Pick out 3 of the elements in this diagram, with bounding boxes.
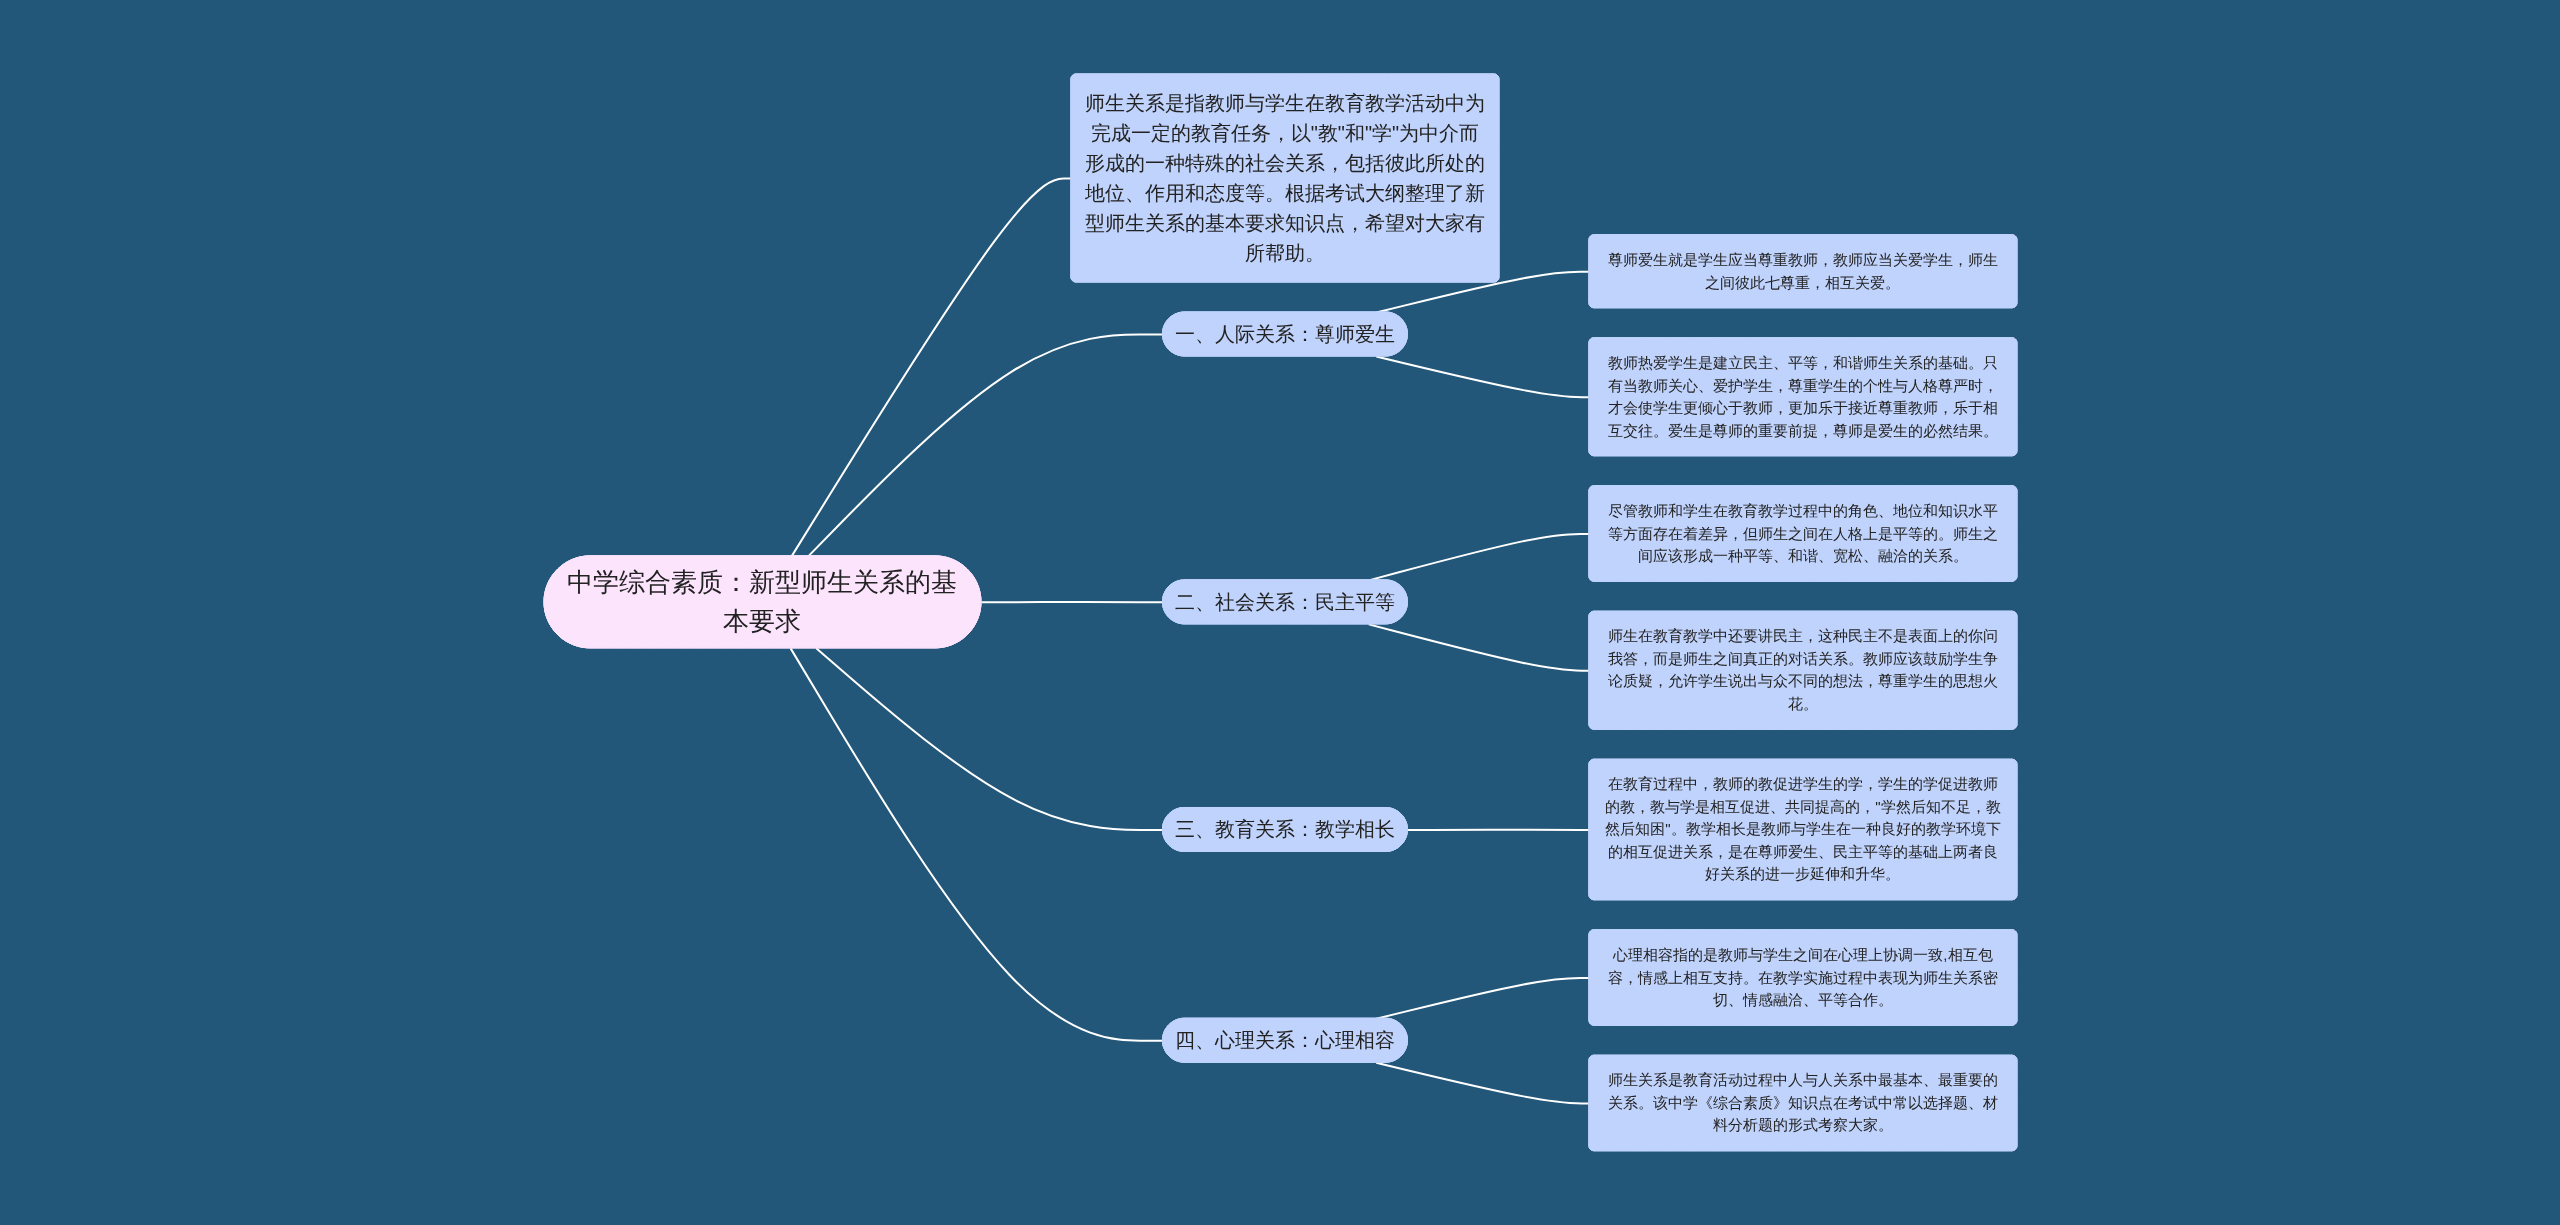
connector	[1374, 1061, 1590, 1105]
connector	[1367, 623, 1590, 672]
connector	[1406, 828, 1590, 832]
